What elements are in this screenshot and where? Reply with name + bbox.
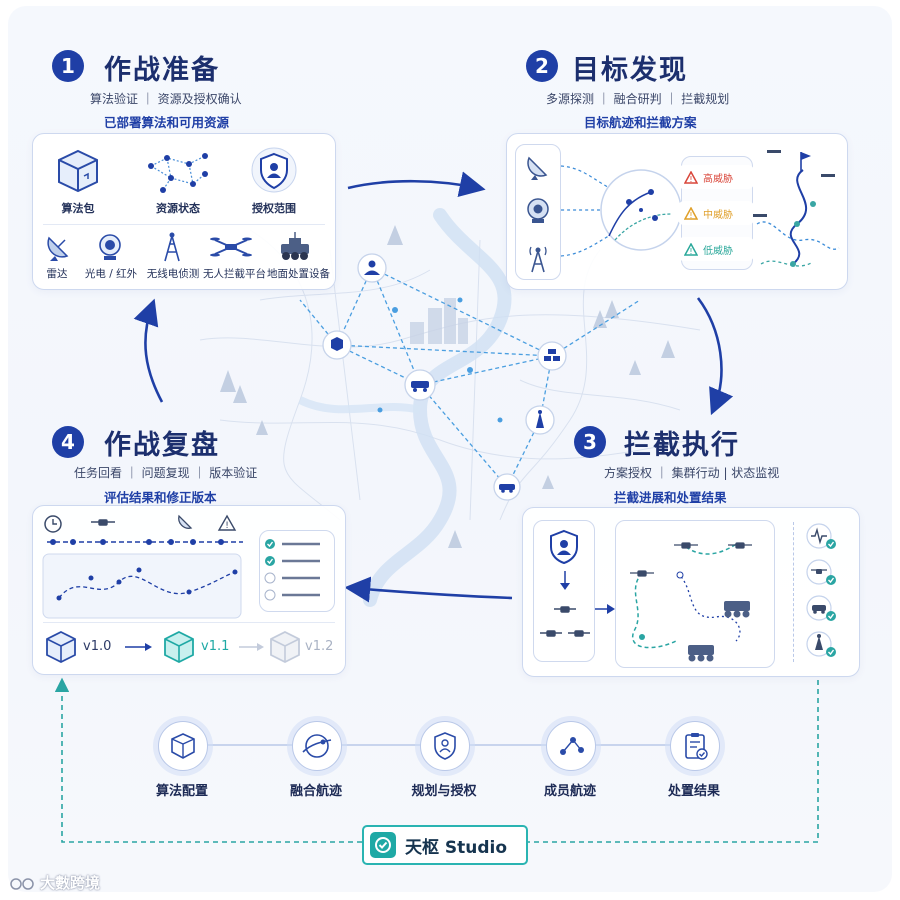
radar-dish-icon xyxy=(527,156,548,180)
threat-medium: ! 中威胁 xyxy=(678,201,754,225)
stage-2-badge: 2 xyxy=(526,50,558,82)
user-shield-icon xyxy=(434,732,456,760)
eo-ir-camera-icon xyxy=(99,234,121,260)
warning-icon: ! xyxy=(684,242,698,256)
studio-badge[interactable]: 天枢 Studio xyxy=(362,825,528,865)
prep-panel: 算法包 资源状态 授权范围 雷达 光电 / 红外 无线电侦测 无人拦截平台 xyxy=(32,133,336,290)
prep-sensor-drone: 无人拦截平台 xyxy=(203,268,266,280)
studio-label: 天枢 Studio xyxy=(405,837,508,858)
version-v1-2: v1.2 xyxy=(305,639,334,654)
stage-1-badge: 1 xyxy=(52,50,84,82)
interception-map xyxy=(615,520,775,668)
right-arrow-icon xyxy=(125,643,152,651)
tool-disposal-result[interactable] xyxy=(670,721,720,771)
stage-1-title: 作战准备 xyxy=(104,55,220,86)
right-arrow-icon xyxy=(239,643,264,651)
interception-plan-diagram xyxy=(753,150,840,267)
authorization-flow xyxy=(533,520,595,662)
version-v1-0: v1.0 xyxy=(83,639,112,654)
stage-2-caption: 目标航迹和拦截方案 xyxy=(584,115,697,130)
svg-text:!: ! xyxy=(225,521,229,531)
version-cube-icon xyxy=(270,630,300,664)
stage-1-caption: 已部署算法和可用资源 xyxy=(104,115,230,130)
stage-4-subtitle: 任务回看 ｜ 问题复现 ｜ 版本验证 xyxy=(74,466,258,480)
watermark-logo-icon xyxy=(10,877,34,890)
prep-sensor-eo: 光电 / 红外 xyxy=(84,268,138,280)
check-icon xyxy=(370,832,396,858)
ground-vehicle-icon xyxy=(281,232,309,260)
version-cube-icon xyxy=(46,630,76,664)
warning-icon: ! xyxy=(684,170,698,184)
prep-sensor-radar: 雷达 xyxy=(46,268,68,280)
user-shield-icon xyxy=(550,529,578,565)
threat-low: ! 低威胁 xyxy=(678,237,754,261)
warning-icon: ! xyxy=(684,206,698,220)
version-cube-icon xyxy=(164,630,194,664)
cube-icon xyxy=(171,733,195,759)
tool-planning-auth[interactable] xyxy=(420,721,470,771)
tool-label-disposal-result: 处置结果 xyxy=(667,784,720,799)
stage-2-subtitle: 多源探测 ｜ 融合研判 ｜ 拦截规划 xyxy=(546,92,730,106)
stage-4-caption: 评估结果和修正版本 xyxy=(104,490,217,505)
prep-item-authorization: 授权范围 xyxy=(252,202,296,215)
camera-icon xyxy=(527,198,549,223)
fusion-diagram xyxy=(560,165,682,257)
tool-label-algorithm-config: 算法配置 xyxy=(155,784,208,799)
orbit-icon xyxy=(302,734,332,758)
sensor-column xyxy=(515,144,561,280)
status-monitor-column xyxy=(805,522,839,662)
radio-tower-icon xyxy=(164,232,180,262)
antenna-icon xyxy=(529,246,547,273)
prep-sensor-ground: 地面处置设备 xyxy=(267,268,330,280)
threat-high: ! 高威胁 xyxy=(678,165,754,189)
discovery-panel: ! 高威胁 ! 中威胁 ! 低威胁 xyxy=(506,133,848,290)
stage-1-subtitle: 算法验证 ｜ 资源及授权确认 xyxy=(90,92,242,106)
right-arrow-icon xyxy=(595,604,615,614)
tool-label-member-track: 成员航迹 xyxy=(543,784,596,799)
tool-algorithm-config[interactable] xyxy=(158,721,208,771)
threat-list: ! 高威胁 ! 中威胁 ! 低威胁 xyxy=(678,156,754,270)
tool-label-fused-track: 融合航迹 xyxy=(289,784,342,799)
timeline-replay: ! xyxy=(42,514,243,619)
checklist-icon xyxy=(264,539,320,601)
prep-item-algorithm: 算法包 xyxy=(61,202,95,215)
resource-status-icon xyxy=(148,153,208,193)
stage-4-title: 作战复盘 xyxy=(104,430,220,461)
swarm-tracks xyxy=(630,542,752,662)
prep-sensor-radio: 无线电侦测 xyxy=(146,268,200,280)
checklist xyxy=(259,530,335,612)
watermark: 大數跨境 xyxy=(10,872,100,893)
drone-swarm-icon xyxy=(540,606,590,637)
svg-text:!: ! xyxy=(689,247,692,256)
tool-member-track[interactable] xyxy=(546,721,596,771)
stage-3-subtitle: 方案授权 ｜ 集群行动 | 状态监视 xyxy=(604,466,780,480)
interceptor-drone-icon xyxy=(210,237,252,257)
clipboard-check-icon xyxy=(685,733,708,760)
stage-3-title: 拦截执行 xyxy=(624,430,740,461)
tool-label-planning-auth: 规划与授权 xyxy=(411,784,477,799)
stage-3-badge: 3 xyxy=(574,426,606,458)
radar-icon xyxy=(47,236,69,261)
review-panel: ! v1.0 v1.1 v1.2 xyxy=(32,505,346,675)
version-v1-1: v1.1 xyxy=(201,639,230,654)
share-nodes-icon xyxy=(560,737,584,755)
stage-2-title: 目标发现 xyxy=(572,55,688,86)
down-arrow-icon xyxy=(560,571,570,590)
execution-panel xyxy=(522,507,860,677)
tool-fused-track[interactable] xyxy=(292,721,342,771)
svg-text:!: ! xyxy=(689,175,692,184)
stage-4-badge: 4 xyxy=(52,426,84,458)
svg-text:!: ! xyxy=(689,211,692,220)
prep-item-resource: 资源状态 xyxy=(156,202,200,215)
stage-3-caption: 拦截进展和处置结果 xyxy=(614,490,727,505)
algorithm-package-icon xyxy=(58,149,98,193)
authorization-shield-icon xyxy=(251,147,297,193)
